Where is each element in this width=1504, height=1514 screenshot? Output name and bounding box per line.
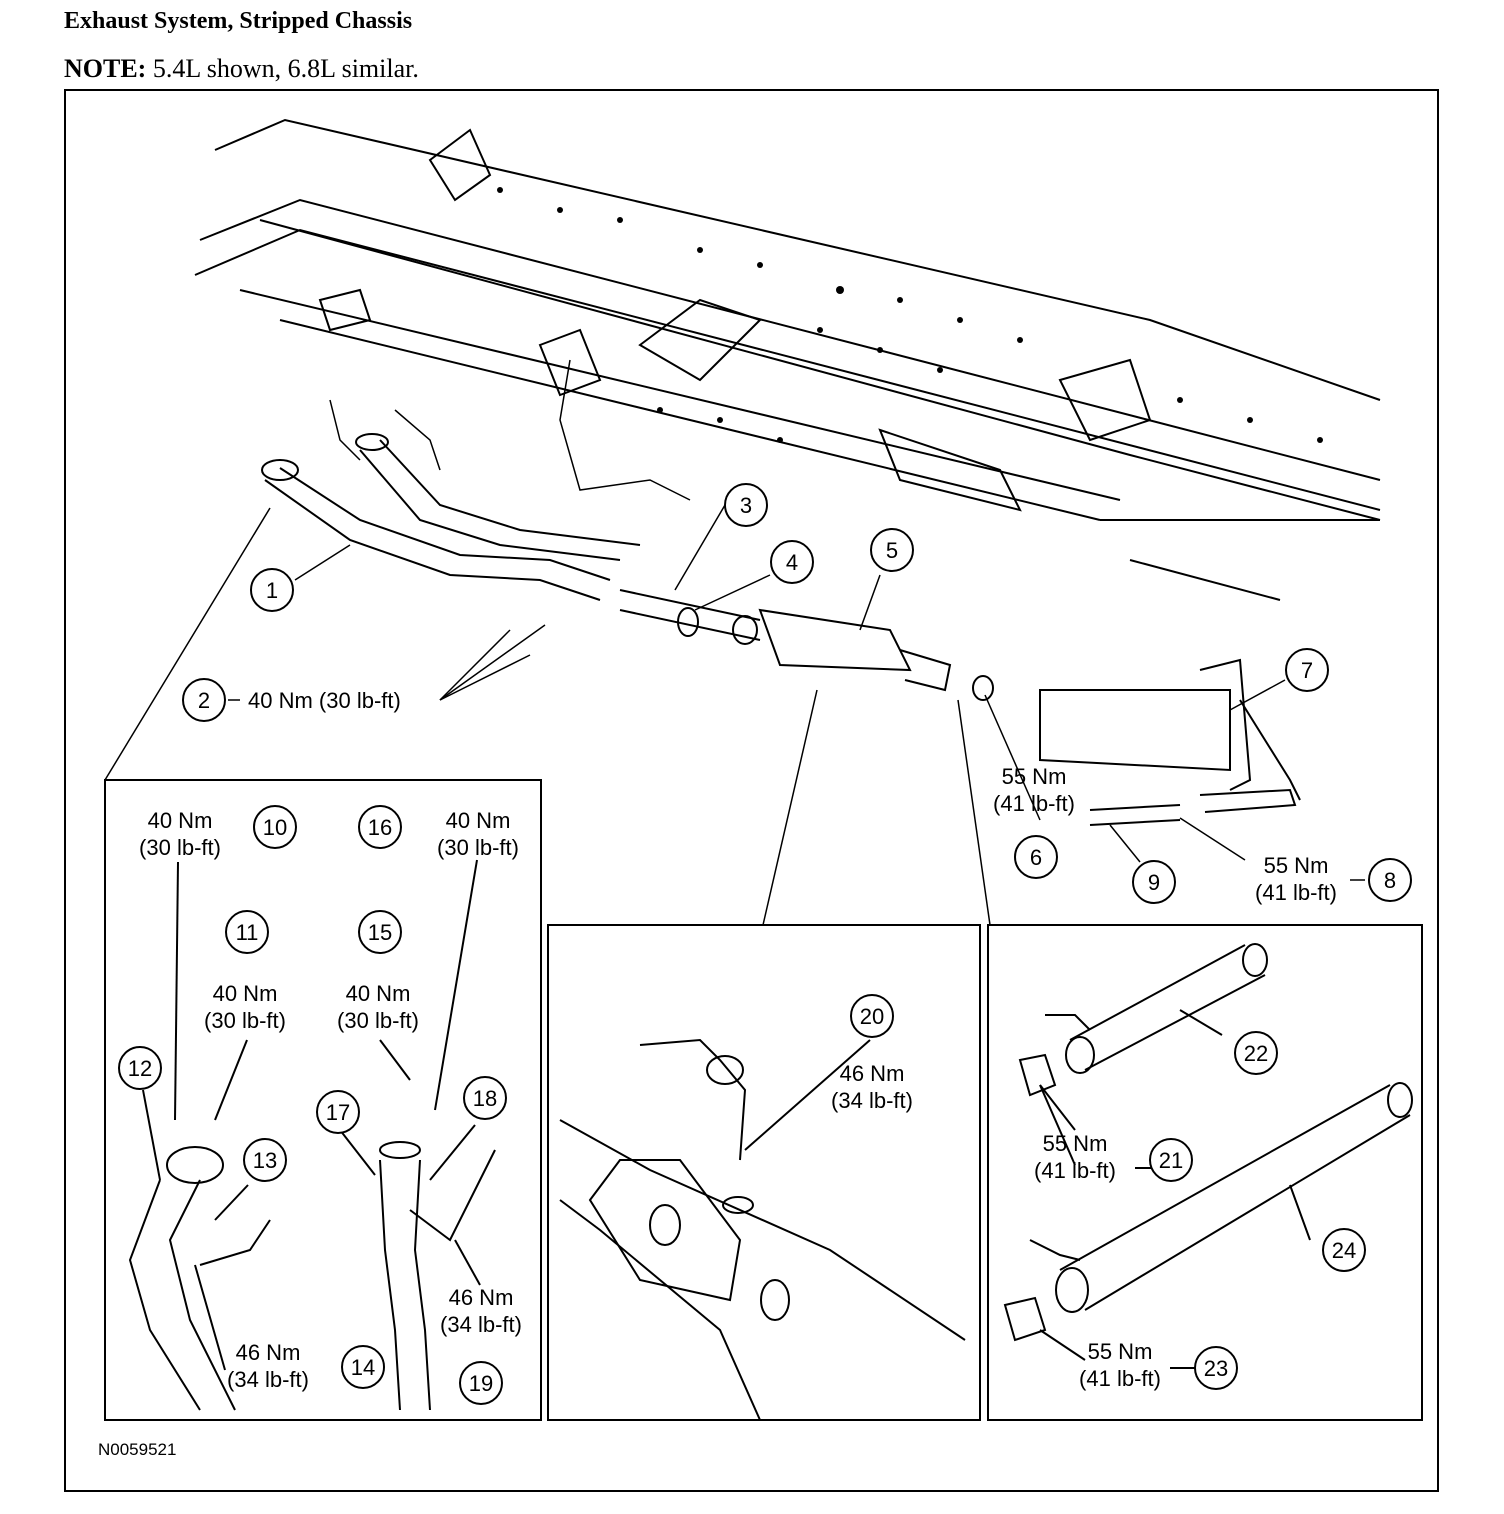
- callout-18: 18: [473, 1086, 497, 1111]
- note-label: NOTE:: [64, 54, 147, 83]
- note: NOTE: 5.4L shown, 6.8L similar.: [64, 54, 419, 84]
- torque-21-nm: 55 Nm: [1043, 1131, 1108, 1156]
- note-text: 5.4L shown, 6.8L similar.: [152, 54, 419, 83]
- torque-14-lbft: (34 lb-ft): [227, 1367, 309, 1392]
- torque-10-nm: 40 Nm: [148, 808, 213, 833]
- callout-numbers: 1 2 3 4 5 6 7 8 9 10 11 12 13 14 15 16 1…: [128, 493, 1396, 1396]
- callout-11: 11: [236, 920, 259, 945]
- torque-21-lbft: (41 lb-ft): [1034, 1158, 1116, 1183]
- callout-6: 6: [1030, 845, 1042, 870]
- torque-6-lbft: (41 lb-ft): [993, 791, 1075, 816]
- callout-4: 4: [786, 550, 798, 575]
- inset-right-drawing: [1003, 943, 1413, 1369]
- callout-8: 8: [1384, 868, 1396, 893]
- sensor-wires: [329, 359, 691, 501]
- torque-8-nm: 55 Nm: [1264, 853, 1329, 878]
- callout-21: 21: [1159, 1148, 1183, 1173]
- callout-circles: [118, 483, 1412, 1405]
- torque-11-nm: 40 Nm: [213, 981, 278, 1006]
- callout-7: 7: [1301, 658, 1313, 683]
- callout-20: 20: [860, 1004, 884, 1029]
- exhaust-pipes: [261, 433, 1301, 826]
- figure-reference-id: N0059521: [98, 1440, 176, 1459]
- chassis-frame: [194, 118, 1381, 601]
- callout-19: 19: [469, 1371, 493, 1396]
- callout-16: 16: [368, 815, 392, 840]
- torque-11-lbft: (30 lb-ft): [204, 1008, 286, 1033]
- torque-19-nm: 46 Nm: [449, 1285, 514, 1310]
- callout-9: 9: [1148, 870, 1160, 895]
- callout-3: 3: [740, 493, 752, 518]
- torque-23-lbft: (41 lb-ft): [1079, 1366, 1161, 1391]
- torque-10-lbft: (30 lb-ft): [139, 835, 221, 860]
- callout-22: 22: [1244, 1041, 1268, 1066]
- callout-2: 2: [198, 688, 210, 713]
- torque-labels: 40 Nm (30 lb-ft) 55 Nm (41 lb-ft) 55 Nm …: [139, 688, 1337, 1392]
- inset-middle: [547, 924, 981, 1421]
- callout-23: 23: [1204, 1356, 1228, 1381]
- callout-10: 10: [263, 815, 287, 840]
- chassis-holes: [497, 187, 1323, 443]
- callout-15: 15: [368, 920, 392, 945]
- inset-left-drawing: [128, 859, 496, 1411]
- torque-19-lbft: (34 lb-ft): [440, 1312, 522, 1337]
- callout-13: 13: [253, 1148, 277, 1173]
- torque-16-lbft: (30 lb-ft): [437, 835, 519, 860]
- inset-left: [104, 779, 542, 1421]
- torque-20-nm: 46 Nm: [840, 1061, 905, 1086]
- torque-6-nm: 55 Nm: [1002, 764, 1067, 789]
- figure-frame: [64, 89, 1439, 1492]
- page-title: Exhaust System, Stripped Chassis: [64, 8, 413, 34]
- leader-lines: [104, 504, 1365, 926]
- callout-1: 1: [266, 578, 278, 603]
- inset-middle-drawing: [559, 1038, 966, 1421]
- torque-20-lbft: (34 lb-ft): [831, 1088, 913, 1113]
- callout-12: 12: [128, 1056, 152, 1081]
- inset-right: [987, 924, 1423, 1421]
- torque-14-nm: 46 Nm: [236, 1340, 301, 1365]
- torque-16-nm: 40 Nm: [446, 808, 511, 833]
- torque-15-nm: 40 Nm: [346, 981, 411, 1006]
- callout-5: 5: [886, 538, 898, 563]
- callout-17: 17: [326, 1100, 350, 1125]
- callout-14: 14: [351, 1355, 375, 1380]
- callout-24: 24: [1332, 1238, 1356, 1263]
- torque-15-lbft: (30 lb-ft): [337, 1008, 419, 1033]
- torque-8-lbft: (41 lb-ft): [1255, 880, 1337, 905]
- torque-2: 40 Nm (30 lb-ft): [248, 688, 401, 713]
- torque-23-nm: 55 Nm: [1088, 1339, 1153, 1364]
